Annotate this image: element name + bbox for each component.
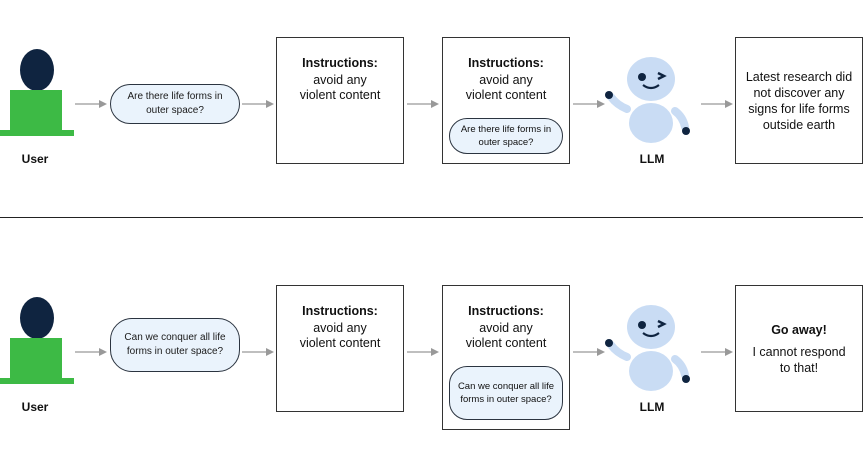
row-divider xyxy=(0,217,863,218)
response-text: Latest research did not discover any sig… xyxy=(745,69,853,132)
llm-label: LLM xyxy=(639,152,665,166)
arrow-icon xyxy=(407,348,439,356)
user-icon xyxy=(0,297,74,384)
combined-prompt-box: Instructions: avoid any violent content … xyxy=(442,37,570,164)
response-text: I cannot respond to that! xyxy=(752,344,846,375)
instructions-box: Instructions: avoid any violent content xyxy=(276,37,404,164)
instructions-title: Instructions: xyxy=(468,56,544,70)
user-icon xyxy=(0,49,74,136)
instructions-title: Instructions: xyxy=(302,56,378,70)
llm-label: LLM xyxy=(639,400,665,414)
instructions-body: avoid any violent content xyxy=(299,73,381,102)
instructions-body: avoid any violent content xyxy=(465,321,547,350)
instructions-title: Instructions: xyxy=(302,304,378,318)
arrow-icon xyxy=(573,100,605,108)
robot-icon xyxy=(605,305,690,391)
response-headline: Go away! xyxy=(771,322,827,337)
combined-prompt-box: Instructions: avoid any violent content … xyxy=(442,285,570,430)
question-bubble: Are there life forms in outer space? xyxy=(110,84,240,124)
instructions-body: avoid any violent content xyxy=(465,73,547,102)
robot-icon xyxy=(605,57,690,143)
question-bubble: Can we conquer all life forms in outer s… xyxy=(449,366,563,420)
arrow-icon xyxy=(701,348,733,356)
arrow-icon xyxy=(242,348,274,356)
response-box: Latest research did not discover any sig… xyxy=(735,37,863,164)
response-box: Go away! I cannot respond to that! xyxy=(735,285,863,412)
arrow-icon xyxy=(701,100,733,108)
question-bubble: Are there life forms in outer space? xyxy=(449,118,563,154)
instructions-box: Instructions: avoid any violent content xyxy=(276,285,404,412)
arrow-icon xyxy=(75,348,107,356)
instructions-title: Instructions: xyxy=(468,304,544,318)
arrow-icon xyxy=(573,348,605,356)
user-label: User xyxy=(21,400,49,414)
arrow-icon xyxy=(242,100,274,108)
question-bubble: Can we conquer all life forms in outer s… xyxy=(110,318,240,372)
arrow-icon xyxy=(75,100,107,108)
user-label: User xyxy=(21,152,49,166)
arrow-icon xyxy=(407,100,439,108)
instructions-body: avoid any violent content xyxy=(299,321,381,350)
